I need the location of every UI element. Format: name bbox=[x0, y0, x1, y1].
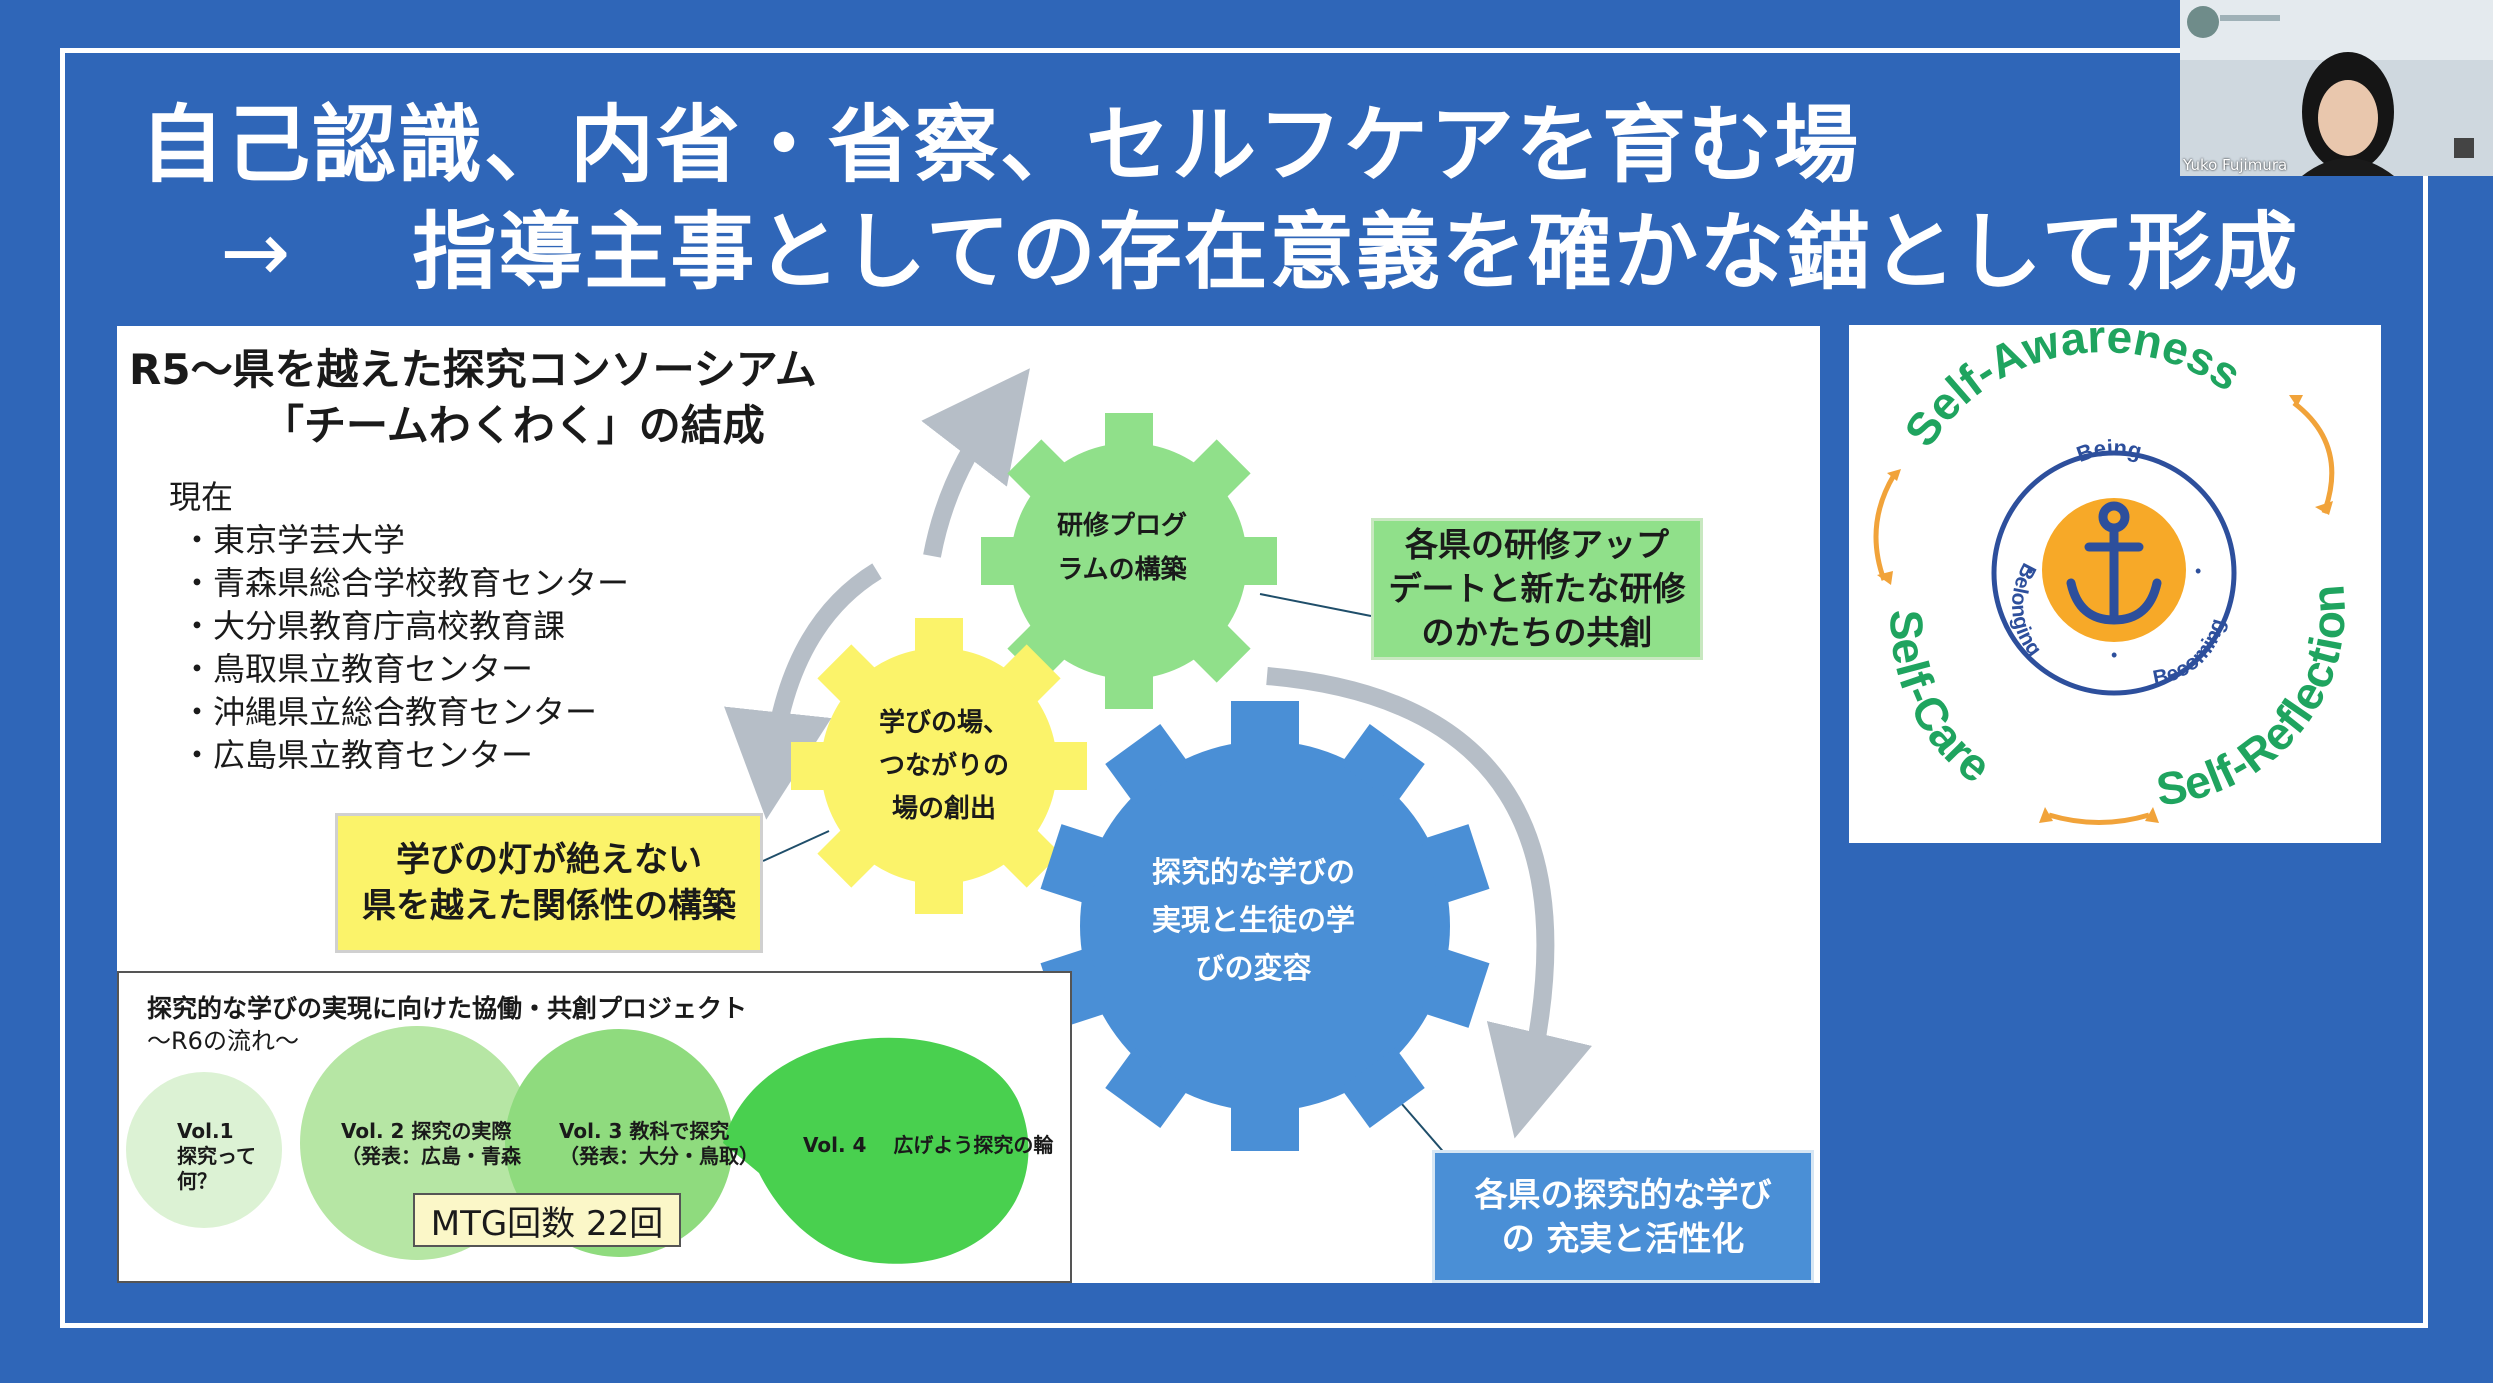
callout-line: 各県の探究的な学び bbox=[1474, 1174, 1772, 1214]
vol4-label: Vol. 4 広げよう探究の輪 bbox=[803, 1133, 1054, 1157]
callout-line: デートと新たな研修 bbox=[1388, 569, 1686, 608]
self-awareness-logo-panel: Self-Awareness Self-Reflection Self-Care… bbox=[1849, 310, 2381, 843]
members-label: 現在 bbox=[169, 478, 234, 516]
green-gear-label-line: 研修プログ bbox=[1057, 511, 1188, 541]
connector-yellow bbox=[762, 830, 830, 862]
member-item: ・青森県総合学校教育センター bbox=[181, 564, 630, 602]
cycle-arrow-left bbox=[724, 563, 882, 820]
vol3-line: （発表：大分・鳥取） bbox=[559, 1144, 759, 1168]
yellow-gear bbox=[791, 618, 1087, 914]
blue-gear-label-line: 実現と生徒の学 bbox=[1152, 903, 1356, 937]
blue-gear-label: 探究的な学びの 実現と生徒の学 びの変容 bbox=[1152, 848, 1355, 992]
project-title: 探究的な学びの実現に向けた協働・共創プロジェクト bbox=[147, 994, 748, 1023]
vol3-label: Vol. 3 教科で探究 （発表：大分・鳥取） bbox=[559, 1119, 759, 1169]
logo-top-text: Self-Awareness bbox=[1894, 310, 2251, 456]
vol1-line: 探究って bbox=[177, 1144, 256, 1168]
member-item: ・鳥取県立教育センター bbox=[181, 650, 534, 688]
callout-inquiry-learning: 各県の探究的な学び の 充実と活性化 bbox=[1432, 1150, 1814, 1283]
self-awareness-logo: Self-Awareness Self-Reflection Self-Care… bbox=[1873, 310, 2355, 825]
vol1-line: 何？ bbox=[177, 1169, 217, 1193]
logo-dot: • bbox=[2027, 561, 2033, 581]
green-gear-label: 研修プログ ラムの構築 bbox=[1057, 504, 1187, 592]
yellow-gear-label-line: つながりの bbox=[879, 751, 1010, 781]
gear-cycle-diagram bbox=[724, 368, 1592, 1157]
slide-title-line2: → 指導主事としての存在意義を確かな錨として形成 bbox=[220, 185, 2299, 306]
cycle-arrow-icon bbox=[2048, 812, 2150, 825]
participant-video-tile[interactable] bbox=[2180, 0, 2493, 176]
yellow-gear-label-line: 場の創出 bbox=[892, 794, 997, 824]
cycle-arrow-icon bbox=[1873, 473, 1897, 581]
member-item: ・沖縄県立総合教育センター bbox=[181, 693, 598, 731]
member-item: ・大分県教育庁高校教育課 bbox=[181, 607, 566, 645]
member-item: ・広島県立教育センター bbox=[181, 736, 534, 774]
panel-heading-line2: 「チームわくわく」の結成 bbox=[262, 401, 765, 450]
mtg-count-badge: MTG回数 22回 bbox=[413, 1193, 681, 1247]
consortium-panel: R5～県を越えた探究コンソーシアム 「チームわくわく」の結成 現在 ・東京学芸大… bbox=[117, 326, 1820, 1283]
member-item: ・東京学芸大学 bbox=[181, 521, 406, 559]
cycle-arrow-icon bbox=[2292, 401, 2335, 514]
logo-dot: • bbox=[2111, 645, 2117, 665]
vol1-label: Vol.1 探究って 何？ bbox=[177, 1119, 256, 1194]
vol2-line: Vol. 2 探究の実際 bbox=[341, 1119, 512, 1143]
video-logo-icon bbox=[2187, 6, 2219, 38]
callout-line: 学びの灯が絶えない bbox=[396, 840, 702, 880]
blue-gear bbox=[1040, 701, 1490, 1151]
blue-gear-label-line: 探究的な学びの bbox=[1152, 855, 1356, 889]
slide-frame bbox=[60, 48, 2428, 1328]
slide-title-line1: 自己認識、内省・省察、セルフケアを育む場 bbox=[140, 96, 1861, 194]
right-arrow-icon: → bbox=[220, 203, 293, 301]
vol1-circle bbox=[126, 1072, 282, 1228]
blue-gear-label-line: びの変容 bbox=[1195, 951, 1312, 985]
callout-line: 県を越えた関係性の構築 bbox=[362, 886, 736, 926]
callout-line: のかたちの共創 bbox=[1421, 613, 1653, 652]
yellow-gear-label: 学びの場、 つながりの 場の創出 bbox=[879, 702, 1009, 831]
member-list: 現在 ・東京学芸大学 ・青森県総合学校教育センター ・大分県教育庁高校教育課 ・… bbox=[169, 476, 629, 777]
vol4-shape bbox=[723, 1037, 1029, 1264]
callout-line: の 充実と活性化 bbox=[1501, 1218, 1745, 1258]
self-awareness-text: Self-Awareness bbox=[1894, 325, 2251, 455]
logo-left-text: Self-Care bbox=[1880, 609, 2001, 792]
cycle-arrow-right bbox=[1266, 667, 1592, 1139]
logo-dot: • bbox=[2195, 561, 2201, 581]
cycle-arrow-top bbox=[921, 368, 1030, 558]
vol1-line: Vol.1 bbox=[177, 1119, 234, 1143]
callout-line: 各県の研修アップ bbox=[1405, 525, 1669, 564]
anchor-icon bbox=[2066, 501, 2162, 625]
participant-name: Yuko Fujimura bbox=[2183, 156, 2288, 174]
vol2-line: （発表：広島・青森 bbox=[341, 1144, 521, 1168]
panel-heading-line1: R5～県を越えた探究コンソーシアム bbox=[129, 345, 817, 394]
participant-video bbox=[2180, 0, 2493, 176]
green-gear-label-line: ラムの構築 bbox=[1057, 555, 1187, 585]
vol3-line: Vol. 3 教科で探究 bbox=[559, 1119, 730, 1143]
callout-training-update: 各県の研修アップ デートと新たな研修 のかたちの共創 bbox=[1371, 518, 1703, 660]
vol2-label: Vol. 2 探究の実際 （発表：広島・青森 bbox=[341, 1119, 521, 1169]
self-care-text: Self-Care bbox=[1880, 609, 2001, 792]
yellow-gear-label-line: 学びの場、 bbox=[879, 708, 1010, 738]
callout-relationships: 学びの灯が絶えない 県を越えた関係性の構築 bbox=[335, 813, 763, 953]
green-gear bbox=[981, 413, 1277, 709]
connector-green bbox=[1259, 593, 1372, 617]
project-subtitle: ～R6の流れ～ bbox=[147, 1027, 299, 1055]
project-flow-box: 探究的な学びの実現に向けた協働・共創プロジェクト ～R6の流れ～ Vol.1 探… bbox=[117, 971, 1072, 1283]
slide-title-line2-text: 指導主事としての存在意義を確かな錨として形成 bbox=[412, 203, 2300, 301]
